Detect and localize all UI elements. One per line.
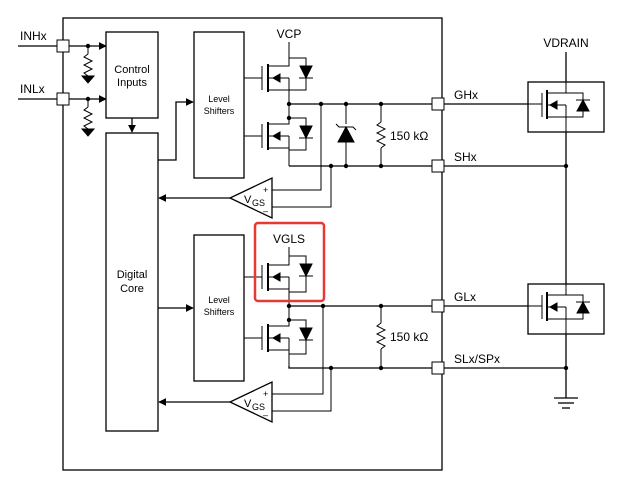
- high-side-150k-resistor: [375, 104, 387, 166]
- inhx-pulldown-ground: [80, 75, 96, 84]
- svg-text:–: –: [263, 410, 268, 420]
- svg-text:+: +: [263, 185, 268, 195]
- glx-label: GLx: [454, 290, 476, 304]
- shx-pad: [431, 159, 445, 173]
- svg-text:V: V: [244, 398, 252, 410]
- low-side-pullup-diode: [289, 255, 313, 293]
- inlx-pulldown-ground: [80, 128, 96, 137]
- svg-text:+: +: [263, 389, 268, 399]
- inhx-input: INHx: [18, 29, 107, 84]
- inhx-pulldown-resistor: [82, 53, 94, 77]
- shx-label: SHx: [454, 150, 477, 164]
- gh-sh-zener-diode: [335, 104, 357, 166]
- high-side-pulldown-fet: [261, 122, 290, 166]
- svg-text:V: V: [244, 194, 252, 206]
- vdrain-label: VDRAIN: [543, 36, 588, 50]
- external-high-side-mosfet: [527, 81, 605, 133]
- high-side-pulldown-diode: [289, 117, 313, 151]
- inlx-pulldown-resistor: [82, 106, 94, 130]
- digital-core-label-2: Core: [120, 283, 144, 295]
- inhx-pad: [56, 39, 70, 53]
- control-inputs-label-2: Inputs: [117, 77, 147, 89]
- high-side-pullup-fet: [261, 58, 290, 104]
- vgls-highlight-box: [253, 221, 326, 303]
- level-shifters-low-label-1: Level: [208, 295, 230, 305]
- ghx-pad: [431, 97, 445, 111]
- level-shifters-low-label-2: Shifters: [204, 307, 235, 317]
- low-side-vgs-comparator: V GS + –: [228, 380, 273, 424]
- vcp-label: VCP: [277, 27, 302, 41]
- level-shifters-high-label-2: Shifters: [204, 106, 235, 116]
- digital-core-block: [105, 132, 159, 432]
- inlx-label: INLx: [20, 82, 45, 96]
- svg-text:–: –: [263, 206, 268, 216]
- low-side-pulldown-diode: [289, 319, 313, 355]
- svg-text:GS: GS: [252, 402, 265, 412]
- level-shifters-low-block: [193, 234, 245, 382]
- high-side-vgs-comparator: V GS + –: [228, 176, 273, 220]
- ghx-label: GHx: [454, 88, 478, 102]
- low-side-resistor-label: 150 kΩ: [390, 330, 428, 344]
- inhx-label: INHx: [20, 29, 47, 43]
- high-side-resistor-label: 150 kΩ: [390, 129, 428, 143]
- control-inputs-block: [105, 31, 159, 119]
- low-side-pullup-fet: [261, 256, 290, 306]
- external-low-side-mosfet: [527, 283, 605, 335]
- svg-text:GS: GS: [252, 198, 265, 208]
- glx-pad: [431, 299, 445, 313]
- vgls-label: VGLS: [273, 232, 305, 246]
- ground-symbol: [554, 397, 578, 409]
- slx-label: SLx/SPx: [454, 352, 500, 366]
- control-inputs-label-1: Control: [114, 64, 149, 76]
- high-side-pullup-diode: [289, 57, 313, 91]
- low-side-pulldown-fet: [261, 320, 290, 366]
- inlx-pad: [56, 92, 70, 106]
- ic-outline: [62, 17, 443, 471]
- digital-core-label-1: Digital: [117, 269, 148, 281]
- low-side-150k-resistor: [375, 306, 387, 368]
- level-shifters-high-label-1: Level: [208, 94, 230, 104]
- level-shifters-high-block: [193, 31, 245, 179]
- inlx-input: INLx: [18, 82, 107, 137]
- slx-pad: [431, 361, 445, 375]
